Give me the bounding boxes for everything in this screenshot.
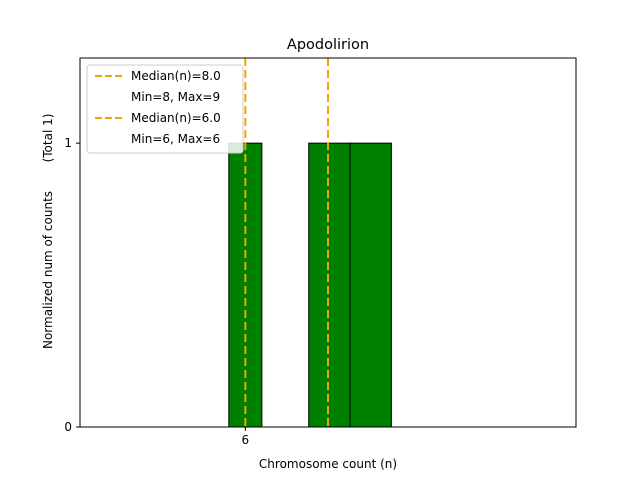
y-tick-label-2: 1 xyxy=(64,136,72,150)
bar-2 xyxy=(308,142,351,428)
axes: 6 0 1 xyxy=(64,57,577,447)
legend-box xyxy=(86,64,244,154)
y-axis-total-note: (Total 1) xyxy=(41,114,55,163)
axes-frame xyxy=(79,57,577,428)
plot-area xyxy=(228,58,392,428)
y-tick-label-1: 0 xyxy=(64,420,72,434)
legend-label-1: Median(n)=8.0 xyxy=(131,69,221,83)
legend-sublabel-1: Min=8, Max=9 xyxy=(131,90,220,104)
legend-sublabel-2: Min=6, Max=6 xyxy=(131,132,220,146)
x-axis-label: Chromosome count (n) xyxy=(259,457,397,471)
chart-title: Apodolirion xyxy=(287,37,369,53)
legend-label-2: Median(n)=6.0 xyxy=(131,111,221,125)
x-tick-label-1: 6 xyxy=(242,433,250,447)
bar-3 xyxy=(349,142,392,428)
y-axis-label: Normalized num of counts xyxy=(41,191,55,349)
